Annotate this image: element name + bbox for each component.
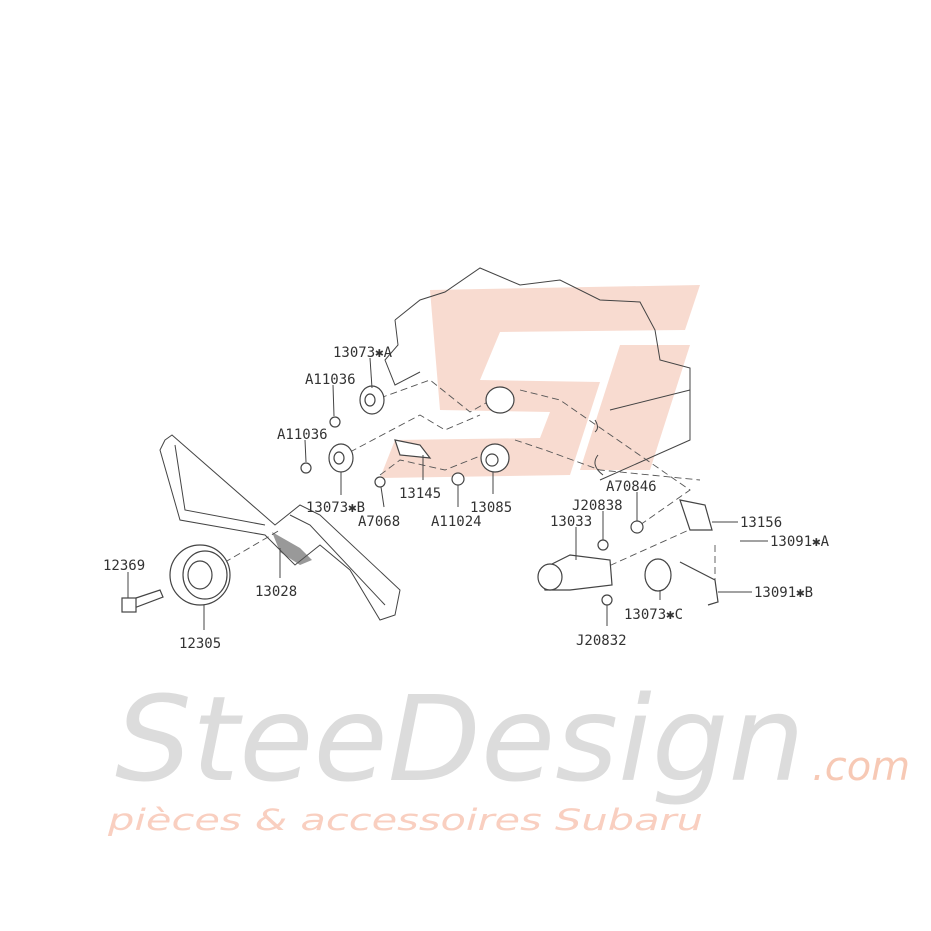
- label-13091-b: 13091✱B: [754, 585, 813, 601]
- label-13145: 13145: [399, 486, 441, 502]
- label-a7068: A7068: [358, 514, 400, 530]
- label-a11036: A11036: [305, 372, 356, 388]
- label-13073-c: 13073✱C: [624, 607, 683, 623]
- label-j20832: J20832: [576, 633, 627, 649]
- label-13085: 13085: [470, 500, 512, 516]
- label-13028: 13028: [255, 584, 297, 600]
- watermark-tagline: pièces & accessoires Subaru: [107, 803, 703, 837]
- belt-teeth: [272, 532, 312, 565]
- label-j20838: J20838: [572, 498, 623, 514]
- label-13156: 13156: [740, 515, 782, 531]
- label-13033: 13033: [550, 514, 592, 530]
- watermark-logo: [380, 285, 700, 478]
- crank-pulley: [169, 544, 231, 606]
- label-a70846: A70846: [606, 479, 657, 495]
- leader-lines: [127, 357, 768, 630]
- part-labels: 13073✱A A11036 A11036 13073✱B 13145 A706…: [103, 345, 830, 652]
- label-13091-a: 13091✱A: [770, 534, 830, 550]
- engine-block-outline: [384, 267, 691, 481]
- label-a11036: A11036: [277, 427, 328, 443]
- crank-bolt: [121, 589, 164, 613]
- timing-belt: [159, 434, 401, 621]
- engine-detail: [594, 389, 691, 476]
- label-a11024: A11024: [431, 514, 482, 530]
- watermark-brand: SteeDesign: [115, 670, 805, 808]
- bolts: [300, 416, 644, 606]
- watermark-domain: .com: [812, 744, 910, 790]
- label-13073-a: 13073✱A: [333, 345, 393, 361]
- idler-pulleys: [328, 385, 719, 606]
- label-13073-b: 13073✱B: [306, 500, 365, 516]
- label-12305: 12305: [179, 636, 221, 652]
- label-12369: 12369: [103, 558, 145, 574]
